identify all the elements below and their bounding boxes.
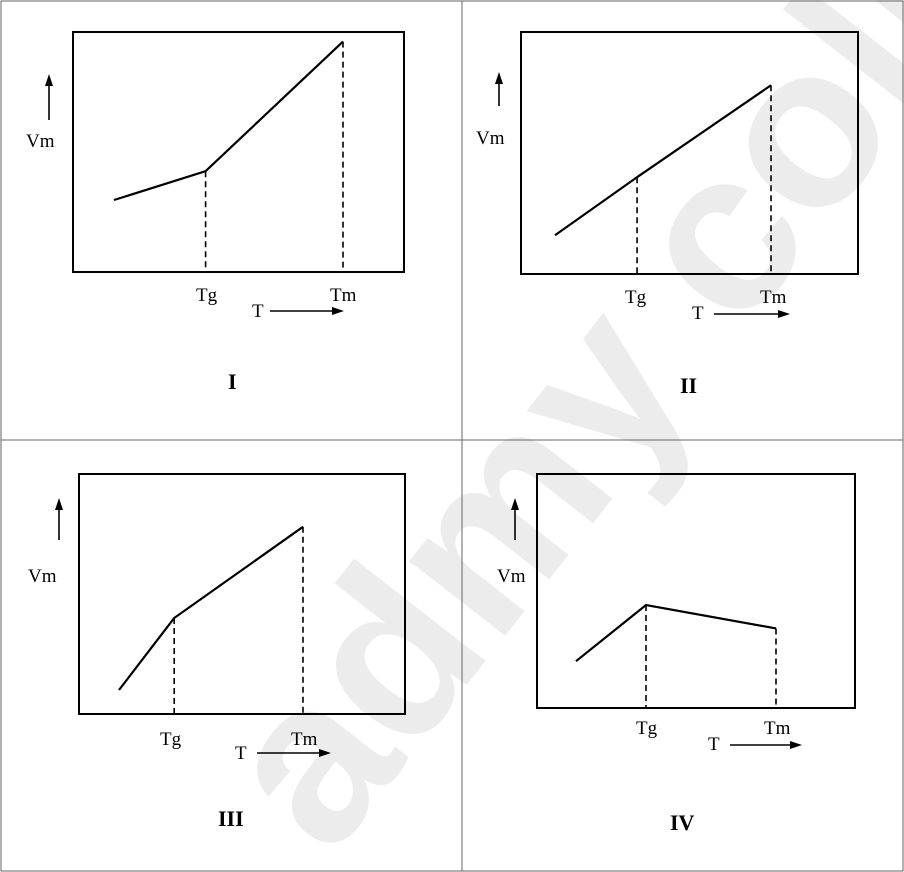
panel-iv-ylabel: Vm <box>497 566 526 587</box>
panel-iii-frame <box>78 473 406 715</box>
panel-iii-x-arrowhead <box>319 749 331 757</box>
panel-i-tick-tm: Tm <box>330 285 357 306</box>
panel-ii-tick-tm: Tm <box>760 287 787 308</box>
panel-iv-tick-tg: Tg <box>636 718 658 739</box>
watermark-text: admy colle <box>166 0 904 872</box>
panel-i-tick-tg: Tg <box>196 285 218 306</box>
watermark: admy colle <box>166 0 904 872</box>
panel-i-label: I <box>228 369 237 394</box>
panel-i: Vm Tg Tm T I <box>26 31 405 394</box>
panel-ii-tick-tg: Tg <box>625 287 647 308</box>
panel-i-x-arrowhead <box>332 307 344 315</box>
panel-ii-ylabel: Vm <box>476 128 505 149</box>
panel-ii-frame <box>520 31 859 275</box>
panel-iv: Vm Tg Tm T IV <box>497 473 856 835</box>
panel-iv-x-arrowhead <box>790 741 802 749</box>
panel-iv-tick-tm: Tm <box>764 718 791 739</box>
panel-iii-tick-tg: Tg <box>160 729 182 750</box>
panel-iii-y-arrowhead <box>55 498 63 510</box>
panel-iv-y-arrowhead <box>511 498 519 510</box>
panel-iii: Vm Tg Tm T III <box>28 473 406 831</box>
panel-i-curve <box>113 40 344 202</box>
panel-ii-y-arrowhead <box>495 72 503 84</box>
panel-i-ylabel: Vm <box>26 131 55 152</box>
panel-ii: Vm Tg Tm T II <box>476 31 859 398</box>
panel-ii-x-arrowhead <box>778 310 790 318</box>
panel-i-frame <box>72 31 405 273</box>
panel-iv-curve <box>575 603 777 663</box>
panel-ii-xlabel: T <box>692 303 704 324</box>
panel-iii-ylabel: Vm <box>28 566 57 587</box>
panel-iii-label: III <box>218 806 244 831</box>
panel-i-xlabel: T <box>252 301 264 322</box>
panel-i-y-arrowhead <box>45 74 53 86</box>
panel-iv-frame <box>536 473 856 709</box>
panel-iv-label: IV <box>670 810 695 835</box>
panel-iii-xlabel: T <box>235 743 247 764</box>
panel-ii-label: II <box>680 373 697 398</box>
panel-iv-xlabel: T <box>708 734 720 755</box>
panel-iii-tick-tm: Tm <box>291 729 318 750</box>
